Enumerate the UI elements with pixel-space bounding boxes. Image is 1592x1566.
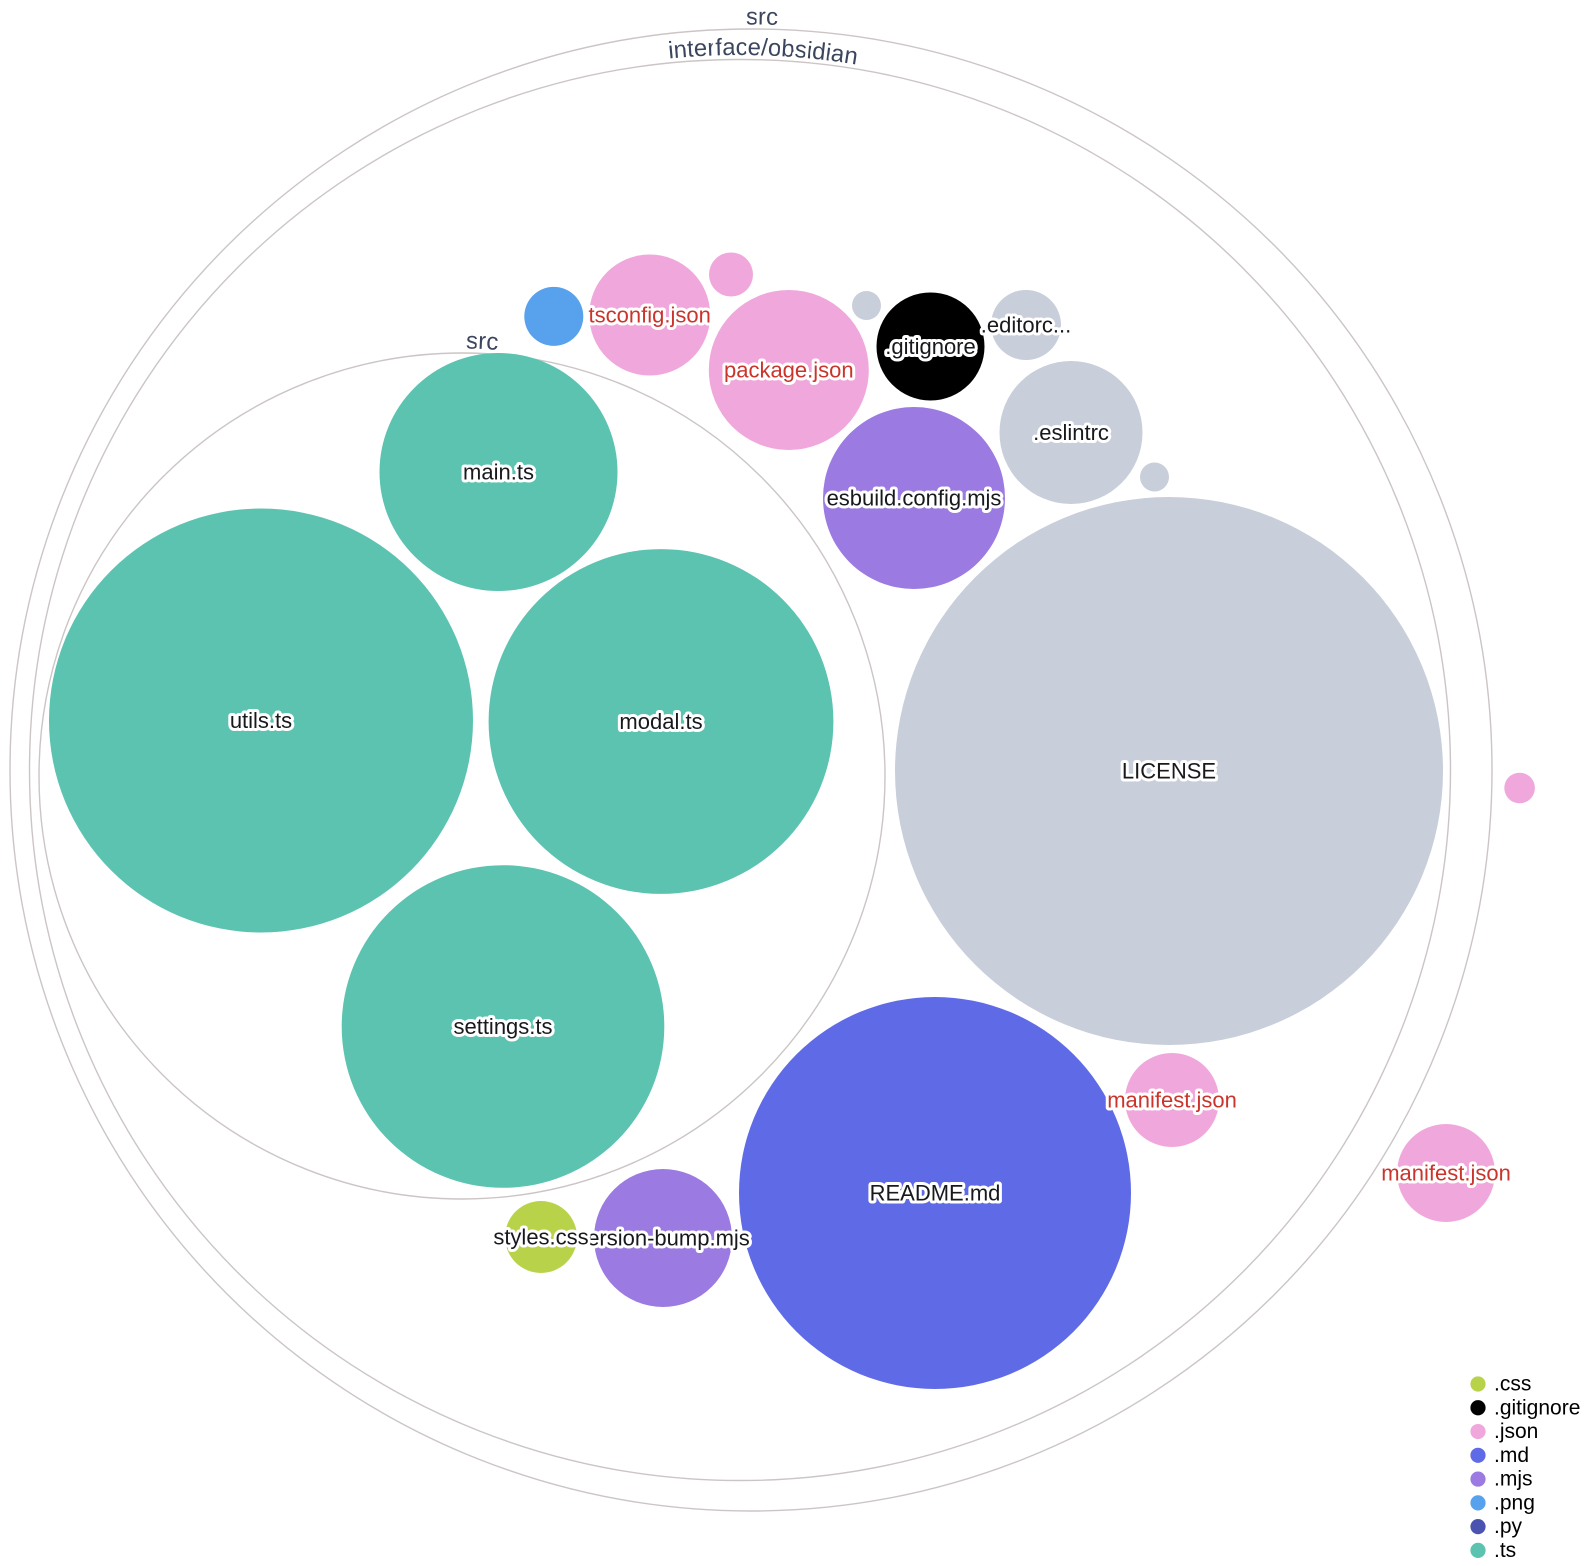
- file-circle-utils-ts: [49, 508, 473, 933]
- file-circle-settings-ts: [341, 865, 665, 1188]
- file-circle-manifest-json: [1125, 1053, 1219, 1147]
- legend-label-png: .png: [1494, 1491, 1535, 1514]
- file-circle-tsconfig-json: [589, 254, 711, 376]
- legend-dot-ts: [1470, 1542, 1486, 1558]
- legend-dot-css: [1470, 1376, 1486, 1392]
- file-circle-json-dot-18: [1504, 772, 1535, 804]
- legend-dot-png: [1470, 1495, 1486, 1511]
- file-circle-license: [895, 497, 1443, 1045]
- file-circle-styles-css: [505, 1201, 577, 1273]
- file-circle-modal-ts: [488, 549, 834, 894]
- file-circle-package-json: [708, 290, 869, 450]
- folder-circle-src-0: [9, 28, 1493, 1512]
- legend-dot-md: [1470, 1447, 1486, 1463]
- file-circle-esbuild-config-mjs: [823, 407, 1005, 589]
- file-circle-eslintrc: [999, 361, 1143, 504]
- legend-label-mjs: .mjs: [1494, 1468, 1533, 1491]
- file-label-editorc: .editorc...: [981, 313, 1071, 338]
- legend-label-css: .css: [1494, 1373, 1531, 1396]
- file-circle-none-dot-8: [852, 291, 881, 320]
- file-label-utils-ts: utils.ts: [230, 708, 292, 733]
- file-circle-editorc: [991, 290, 1061, 360]
- legend-dot-gitignore: [1470, 1400, 1486, 1416]
- file-label-manifest-json: manifest.json: [1381, 1161, 1511, 1186]
- file-label-eslintrc: .eslintrc: [1033, 420, 1109, 445]
- legend-dot-json: [1470, 1423, 1486, 1440]
- folder-label-text-src-2: src: [463, 324, 503, 358]
- folder-label-text-src-0: src: [743, 0, 782, 33]
- file-label-styles-css: styles.css: [493, 1225, 588, 1250]
- legend-label-json: .json: [1494, 1420, 1538, 1443]
- file-label-modal-ts: modal.ts: [619, 709, 702, 734]
- file-circle-none-dot-12: [1140, 462, 1169, 492]
- file-label-settings-ts: settings.ts: [453, 1014, 552, 1039]
- file-label-esbuild-config-mjs: esbuild.config.mjs: [827, 486, 1002, 511]
- legend-label-ts: .ts: [1494, 1539, 1516, 1562]
- file-label-main-ts: main.ts: [463, 460, 534, 485]
- folder-label-src-0: src: [746, 3, 779, 30]
- file-circle-version-bump-mjs: [594, 1169, 732, 1307]
- file-label-license: LICENSE: [1122, 759, 1216, 784]
- file-label-gitignore: .gitignore: [885, 334, 976, 359]
- legend-label-md: .md: [1494, 1444, 1529, 1467]
- legend: .css.gitignore.json.md.mjs.png.py.ts: [1470, 1373, 1580, 1562]
- file-circle-gitignore: [876, 292, 985, 401]
- file-label-tsconfig-json: tsconfig.json: [589, 303, 711, 328]
- folder-label-src-2: src: [466, 327, 500, 355]
- file-circle-readme-md: [739, 997, 1131, 1389]
- folder-circle-interface-obsidian-1: [28, 58, 1452, 1482]
- file-circle-png-dot-7: [524, 286, 584, 346]
- file-circle-manifest-json: [1397, 1124, 1495, 1222]
- file-circle-main-ts: [379, 353, 618, 591]
- folder-circle-src-2: [38, 352, 886, 1200]
- legend-dot-mjs: [1470, 1471, 1486, 1487]
- legend-label-py: .py: [1494, 1515, 1523, 1538]
- file-circle-json-dot-5: [709, 252, 753, 297]
- file-label-package-json: package.json: [724, 358, 854, 383]
- file-label-version-bump-mjs: version-bump.mjs: [576, 1226, 750, 1251]
- file-label-manifest-json: manifest.json: [1107, 1088, 1237, 1113]
- legend-label-gitignore: .gitignore: [1494, 1396, 1580, 1419]
- legend-dot-py: [1470, 1519, 1486, 1535]
- file-label-readme-md: README.md: [870, 1181, 1001, 1206]
